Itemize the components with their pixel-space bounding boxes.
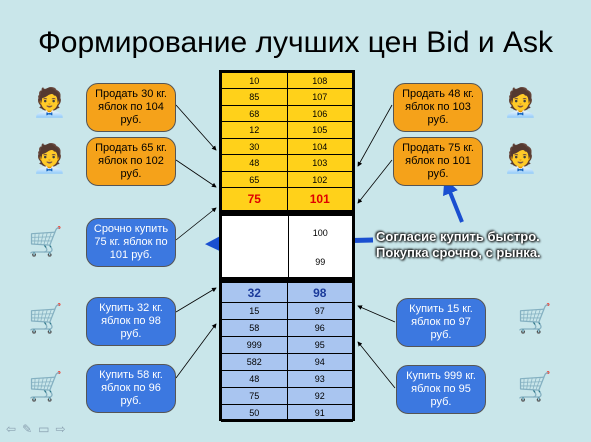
pen-icon[interactable]: ✎ [22,422,39,436]
buy-bubble-right-2: Купить 999 кг. яблок по 95 руб. [396,365,486,414]
urgent-buy-bubble: Срочно купить 75 кг. яблок по 101 руб. [86,218,176,267]
arrow-buy-right-1 [357,305,396,323]
slide-title: Формирование лучших цен Bid и Ask [37,26,554,59]
sell-bubble-left-1: Продать 30 кг. яблок по 104 руб. [86,83,176,132]
seller-icon: 🧑‍💼 [32,143,67,174]
buyer-with-cart-icon: 🛒 [517,303,552,334]
arrow-sell-right-1 [357,104,393,167]
slide-nav: ⇦✎▭⇨ [6,422,72,436]
market-bottom-price: 99 [287,247,353,278]
back-icon[interactable]: ⇦ [6,422,23,436]
callout-text: Согласие купить быстро. Покупка срочно, … [376,229,541,261]
menu-icon[interactable]: ▭ [38,422,56,436]
seller-icon: 🧑‍💼 [32,87,67,118]
buyer-with-cart-icon: 🛒 [517,371,552,402]
buyer-with-cart-icon: 🛒 [28,226,63,257]
buyer-with-cart-icon: 🛒 [28,371,63,402]
buy-bubble-left-1: Купить 32 кг. яблок по 98 руб. [86,297,176,346]
buy-bubble-left-2: Купить 58 кг. яблок по 96 руб. [86,364,176,413]
forward-icon[interactable]: ⇨ [55,422,72,436]
arrow-sell-left-2 [175,159,217,188]
market-gap: 100 99 [219,213,355,280]
sell-bubble-right-1: Продать 48 кг. яблок по 103 руб. [393,83,483,132]
buyer-with-cart-icon: 🛒 [28,303,63,334]
blue-arrow-up [443,178,464,223]
arrow-sell-right-2 [357,159,393,204]
seller-icon: 🧑‍💼 [503,143,538,174]
arrow-buy-left-2 [175,323,217,379]
seller-icon: 🧑‍💼 [503,87,538,118]
arrow-buy-right-2 [357,341,396,389]
market-top-price: 100 [287,214,353,248]
buy-bubble-right-1: Купить 15 кг. яблок по 97 руб. [396,298,486,347]
sell-bubble-right-2: Продать 75 кг. яблок по 101 руб. [393,137,483,186]
callout-line-1: Согласие купить быстро. [376,229,540,244]
callout-line-2: Покупка срочно, с рынка. [376,245,541,260]
arrow-buy-left-1 [175,287,217,313]
arrow-sell-left-1 [175,104,217,151]
arrow-urgent-buy [175,207,217,241]
sell-bubble-left-2: Продать 65 кг. яблок по 102 руб. [86,137,176,186]
